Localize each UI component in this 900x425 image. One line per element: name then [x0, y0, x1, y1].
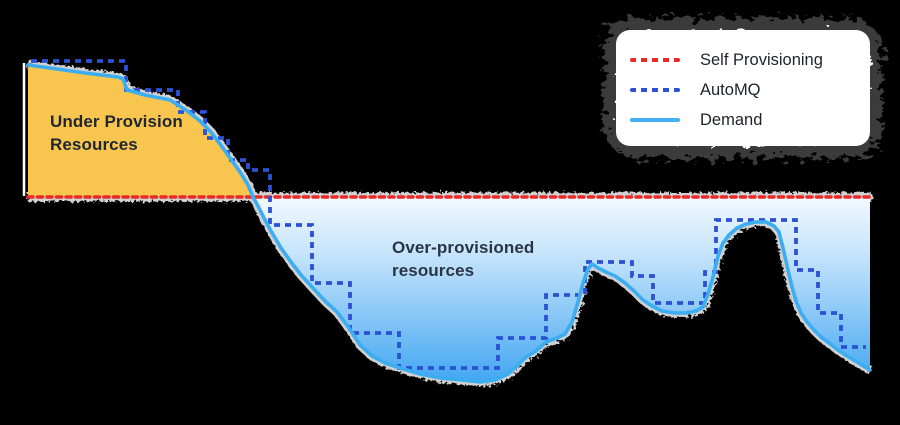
legend-item-label: Demand — [700, 110, 763, 129]
legend-swatch-demand — [630, 118, 680, 122]
legend-item-label: Self Provisioning — [700, 50, 823, 69]
over-provision-label: Over-provisioned resources — [392, 238, 535, 281]
over-provision-area — [253, 197, 870, 382]
legend-item-automq: AutoMQ — [630, 75, 860, 105]
demand-line — [26, 63, 872, 384]
under-provision-label: Under Provision Resources — [50, 112, 183, 155]
legend-item-self-provisioning: Self Provisioning — [630, 45, 860, 75]
legend-item-demand: Demand — [630, 105, 860, 135]
under-provision-area — [28, 65, 253, 197]
legend: Self Provisioning AutoMQ Demand — [630, 45, 860, 135]
legend-item-label: AutoMQ — [700, 80, 761, 99]
legend-swatch-self-provisioning — [630, 58, 680, 62]
legend-swatch-automq — [630, 88, 680, 92]
